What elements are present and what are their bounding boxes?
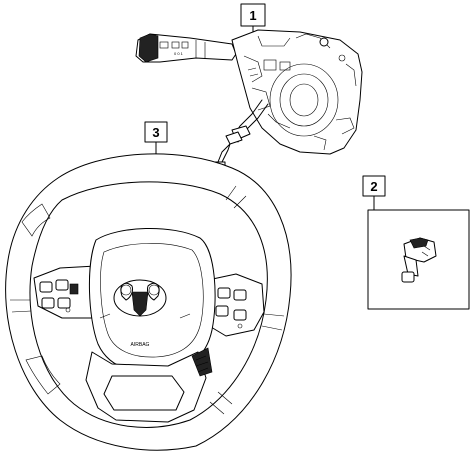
airbag-label: AIRBAG xyxy=(131,342,150,348)
steering-wheel: AIRBAG xyxy=(5,153,292,451)
ram-emblem xyxy=(113,279,167,317)
switch-part xyxy=(401,237,437,283)
callout-1-group: 1 xyxy=(240,3,266,41)
callout-1-label: 1 xyxy=(249,8,256,23)
svg-text:0 0 1: 0 0 1 xyxy=(174,51,184,56)
callout-3-label: 3 xyxy=(152,125,159,140)
callout-2-label: 2 xyxy=(370,179,377,194)
clockspring-assembly: 0 0 1 xyxy=(135,29,363,176)
callout-3-group: 3 xyxy=(144,121,168,157)
